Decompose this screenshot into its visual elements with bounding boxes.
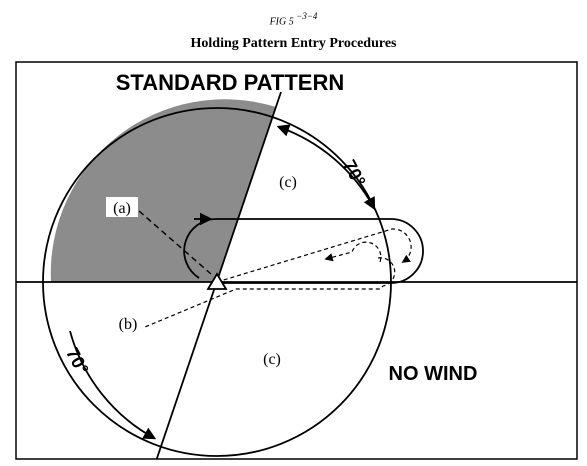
- figure-title: Holding Pattern Entry Procedures: [190, 36, 397, 51]
- sector-a-label-bg: [106, 197, 138, 217]
- sector-b-label: (b): [119, 316, 138, 333]
- sector-c-top-label: (c): [279, 174, 297, 191]
- parallel-entry-dashed-path: [144, 257, 396, 328]
- holding-pattern-racetrack: [217, 218, 424, 284]
- direct-entry-dashed-path: [216, 228, 412, 283]
- sector-c-bottom-label: (c): [263, 351, 281, 368]
- teardrop-entry-sector-shading: [50, 99, 277, 282]
- figure-number: FIG 5 −3−4: [269, 11, 318, 28]
- sector-a-label: (a): [113, 200, 131, 217]
- heading-standard-pattern: STANDARD PATTERN: [116, 70, 345, 95]
- sector-a-dashed-leader: [138, 210, 212, 275]
- teardrop-dashed-path: [324, 241, 382, 263]
- holding-fix-triangle: [206, 272, 228, 290]
- heading-no-wind: NO WIND: [389, 363, 478, 385]
- angle-arc-bottom: [69, 330, 157, 440]
- angle-arc-top: [276, 124, 376, 211]
